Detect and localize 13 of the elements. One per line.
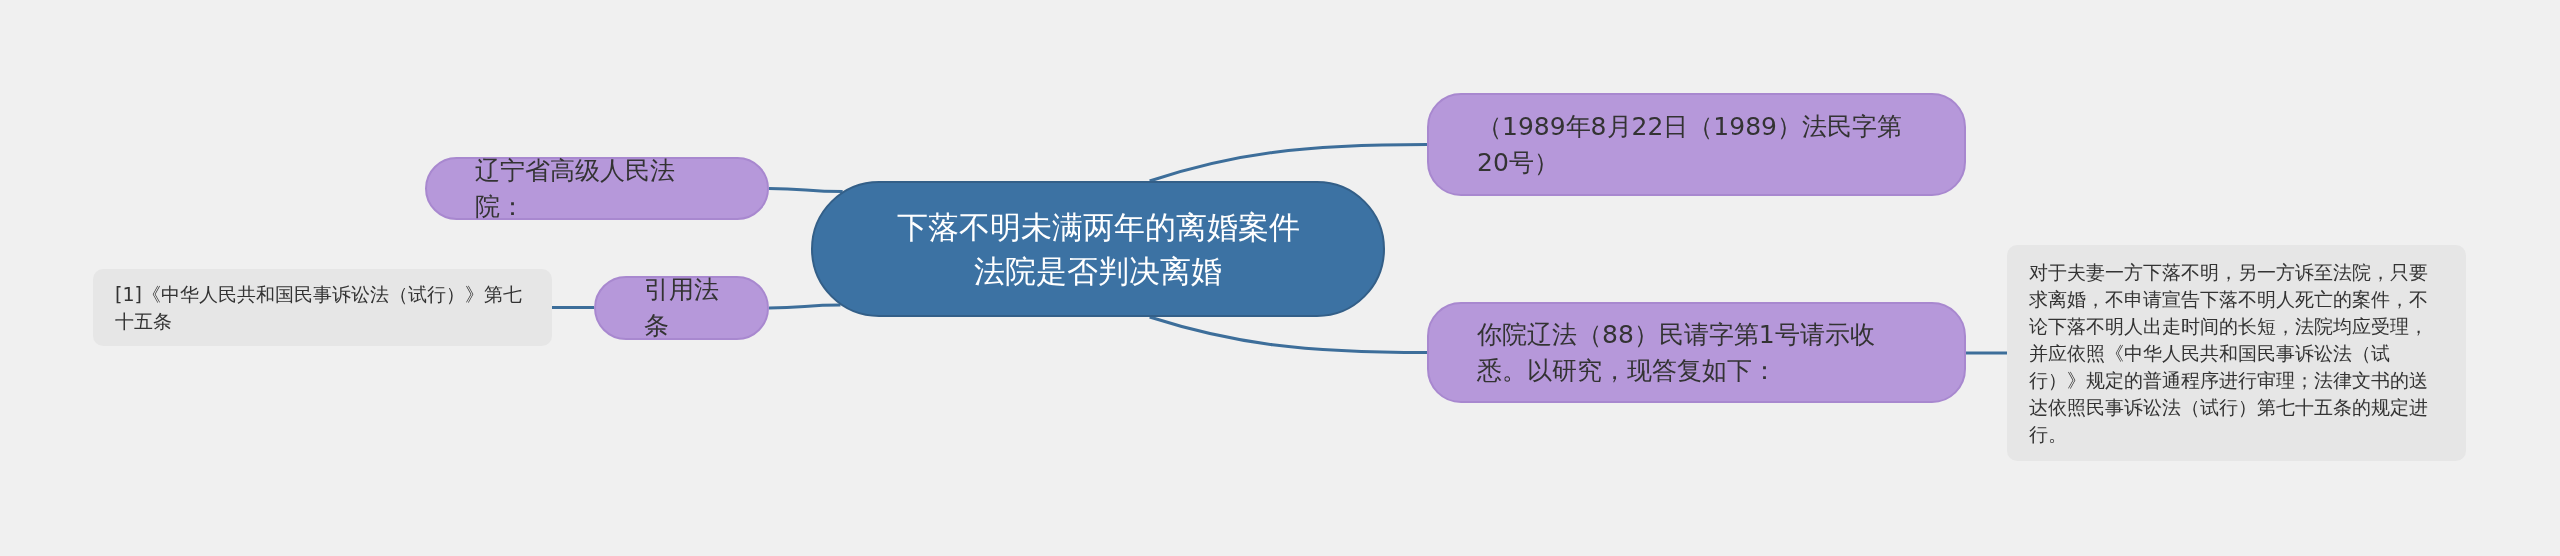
- connector-line: [769, 303, 841, 310]
- note-box: 对于夫妻一方下落不明，另一方诉至法院，只要求离婚，不申请宣告下落不明人死亡的案件，不论下落不明人出走时间的长短，法院均应受理，并应依照《中华人民共和国民事诉讼法（试行）》规定的普通程序进行审理；法律文书的送达依照民事诉讼法（试行）第七十五条的规定进行。: [2007, 245, 2466, 461]
- connector-line: [552, 306, 594, 309]
- connector-line: [1966, 351, 2007, 355]
- connector-line: [1149, 143, 1427, 183]
- central-topic-bubble: 下落不明未满两年的离婚案件法院是否判决离婚: [811, 181, 1385, 317]
- topic-bubble: 引用法条: [594, 276, 769, 340]
- connector-line: [1149, 315, 1427, 354]
- connector-line: [769, 187, 843, 194]
- topic-bubble: （1989年8月22日（1989）法民字第20号）: [1427, 93, 1966, 196]
- topic-bubble: 辽宁省高级人民法院：: [425, 157, 769, 220]
- note-box: [1]《中华人民共和国民事诉讼法（试行）》第七十五条: [93, 269, 552, 346]
- topic-bubble: 你院辽法（88）民请字第1号请示收悉。以研究，现答复如下：: [1427, 302, 1966, 403]
